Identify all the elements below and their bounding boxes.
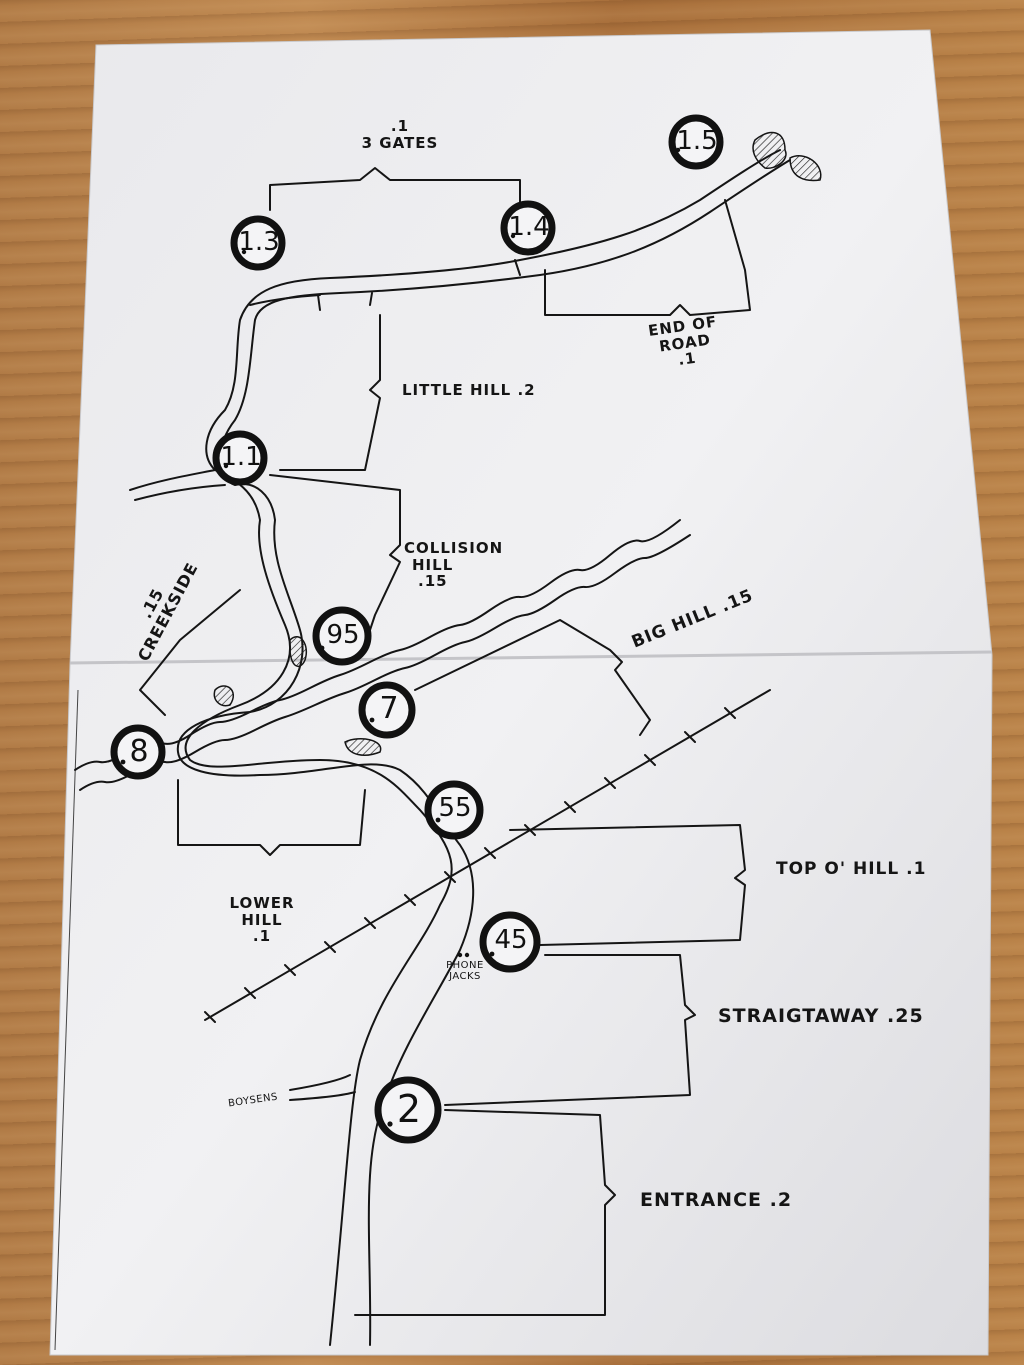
marker-circle-1-1 bbox=[212, 430, 268, 486]
marker-1-4: 1.4 bbox=[508, 212, 550, 242]
gates-name: 3 GATES bbox=[361, 133, 439, 152]
little-hill-label: LITTLE HILL .2 bbox=[402, 381, 536, 399]
marker-circle-1-4 bbox=[500, 200, 556, 256]
lower-line-1: LOWER bbox=[229, 894, 295, 912]
collision-line-2: HILL bbox=[412, 555, 454, 574]
phone-jacks-note: PHONE JACKS bbox=[440, 960, 490, 982]
lower-distance: .1 bbox=[252, 927, 272, 945]
marker-circle-2 bbox=[374, 1076, 442, 1144]
gates-label: .1 3 GATES bbox=[350, 118, 450, 151]
marker-circle-7 bbox=[358, 681, 416, 739]
gates-distance: .1 bbox=[390, 117, 410, 135]
marker-circle-8 bbox=[110, 724, 166, 780]
marker-45: 45 bbox=[494, 925, 528, 955]
collision-distance: .15 bbox=[418, 572, 448, 590]
lower-hill-label: LOWER HILL .1 bbox=[222, 895, 302, 945]
marker-1-5: 1.5 bbox=[676, 126, 718, 156]
marker-circle-55 bbox=[424, 780, 484, 840]
marker-circle-1-3 bbox=[230, 215, 286, 271]
collision-hill-label: COLLISION HILL .15 bbox=[404, 540, 514, 590]
collision-line-1: COLLISION bbox=[404, 539, 504, 557]
lower-line-2: HILL bbox=[241, 910, 283, 929]
marker-circle-45 bbox=[479, 911, 541, 973]
marker-8: 8 bbox=[129, 734, 149, 769]
straightaway-label: STRAIGTAWAY .25 bbox=[718, 1005, 924, 1027]
marker-circle-95 bbox=[312, 606, 372, 666]
marker-1-3: 1.3 bbox=[238, 227, 280, 257]
phone-line-1: PHONE bbox=[446, 960, 484, 971]
marker-95: 95 bbox=[326, 620, 360, 650]
phone-line-2: JACKS bbox=[449, 971, 481, 982]
marker-circle-1-5 bbox=[668, 114, 724, 170]
marker-7: 7 bbox=[379, 691, 399, 726]
marker-1-1: 1.1 bbox=[220, 442, 262, 472]
marker-55: 55 bbox=[438, 793, 472, 823]
top-o-hill-label: TOP O' HILL .1 bbox=[776, 859, 927, 879]
entrance-label: ENTRANCE .2 bbox=[640, 1189, 793, 1211]
marker-2: 2 bbox=[396, 1087, 422, 1131]
